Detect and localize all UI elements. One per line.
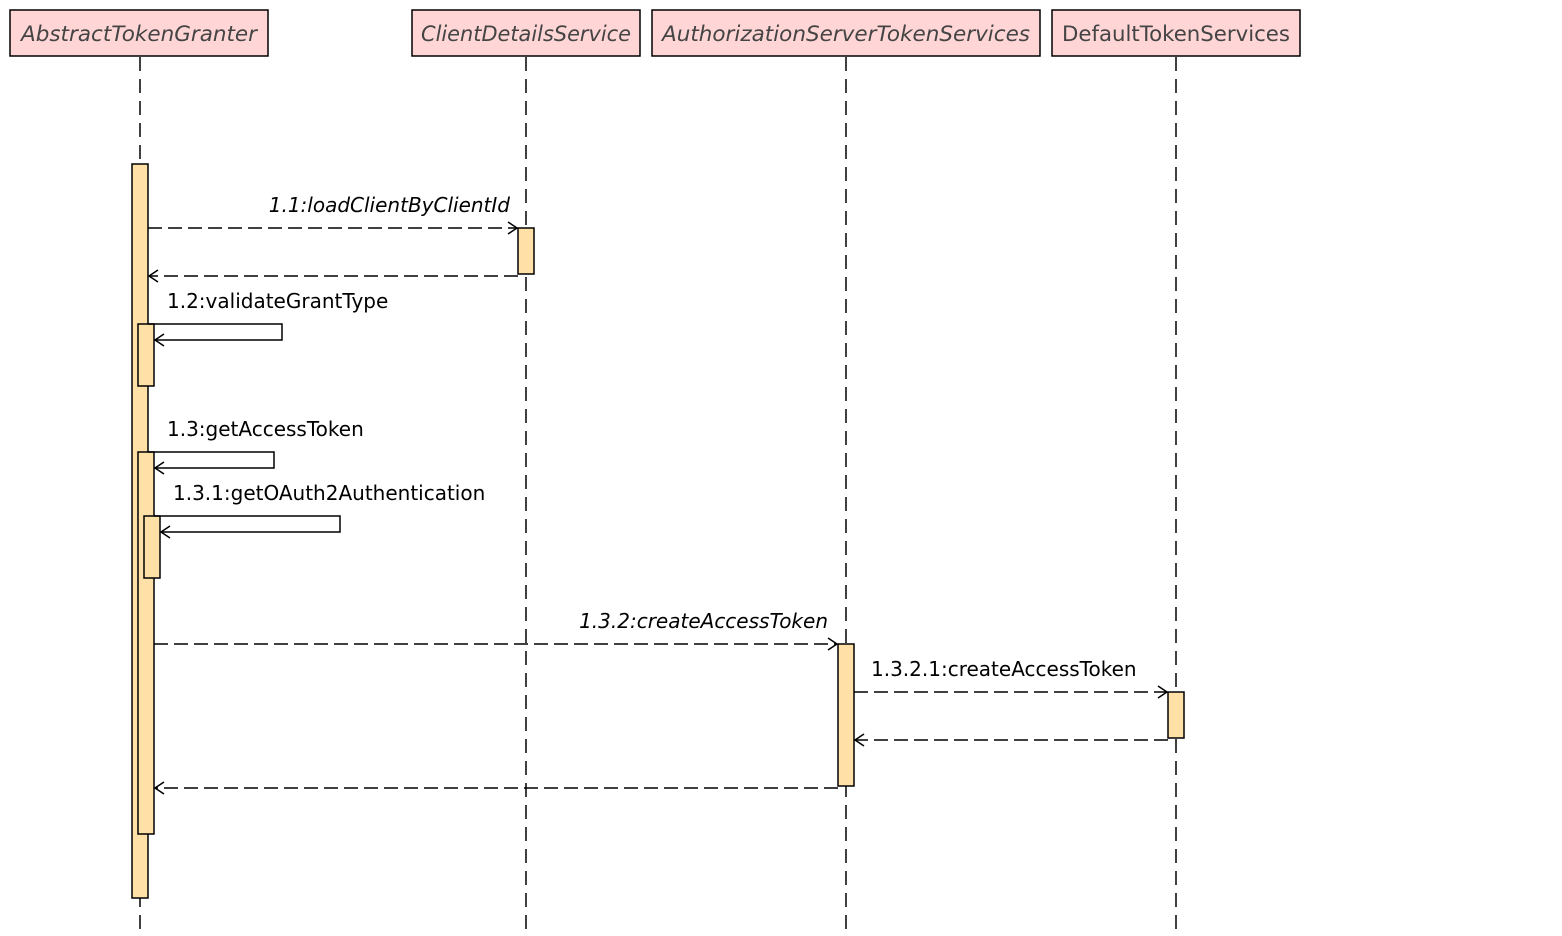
- activation-bar: [1167, 691, 1185, 739]
- self-message-line: [148, 323, 283, 341]
- message-label: 1.3.2:createAccessToken: [579, 609, 828, 633]
- participant-client-details-service: ClientDetailsService: [411, 9, 641, 57]
- self-message-line: [154, 515, 341, 533]
- message-get-access-token: 1.3:getAccessToken: [148, 417, 364, 475]
- message-get-oauth2-authentication: 1.3.1:getOAuth2Authentication: [154, 481, 485, 539]
- participant-label: AbstractTokenGranter: [19, 22, 258, 46]
- participant-authorization-server-token-services: AuthorizationServerTokenServices: [651, 9, 1041, 57]
- participant-box: [651, 9, 1041, 57]
- message-return-default-token-services: [853, 733, 1168, 747]
- participant-label: ClientDetailsService: [421, 22, 631, 46]
- arrow-head: [507, 221, 519, 235]
- activation-bar: [837, 643, 855, 787]
- self-message-line: [148, 451, 275, 469]
- message-create-access-token: 1.3.2:createAccessToken: [154, 609, 839, 651]
- message-label: 1.3.2.1:createAccessToken: [871, 657, 1137, 681]
- activation-bar: [517, 227, 535, 275]
- message-label: 1.2:validateGrantType: [167, 289, 388, 313]
- activation-bar: [137, 323, 155, 387]
- message-return-client-details: [147, 269, 518, 283]
- message-label: 1.3.1:getOAuth2Authentication: [173, 481, 485, 505]
- message-validate-grant-type: 1.2:validateGrantType: [148, 289, 388, 347]
- participant-label: AuthorizationServerTokenServices: [660, 22, 1030, 46]
- activation-bar: [137, 451, 155, 835]
- arrow-head: [153, 781, 165, 795]
- message-create-access-token-default: 1.3.2.1:createAccessToken: [854, 657, 1169, 699]
- message-return-authorization-server: [153, 781, 838, 795]
- arrow-head: [1157, 685, 1169, 699]
- message-label: 1.3:getAccessToken: [167, 417, 364, 441]
- arrow-head: [153, 333, 165, 347]
- message-label: 1.1:loadClientByClientId: [269, 193, 511, 217]
- participant-abstract-token-granter: AbstractTokenGranter: [9, 9, 269, 57]
- participant-default-token-services: DefaultTokenServices: [1051, 9, 1301, 57]
- arrow-head: [159, 525, 171, 539]
- arrow-head: [827, 637, 839, 651]
- participant-box: [1051, 9, 1301, 57]
- activation-bar: [143, 515, 161, 579]
- arrow-head: [147, 269, 159, 283]
- participant-label: DefaultTokenServices: [1062, 22, 1290, 46]
- message-load-client-by-client-id: 1.1:loadClientByClientId: [148, 193, 519, 235]
- arrow-head: [153, 461, 165, 475]
- participant-box: [9, 9, 269, 57]
- arrow-head: [853, 733, 865, 747]
- participant-box: [411, 9, 641, 57]
